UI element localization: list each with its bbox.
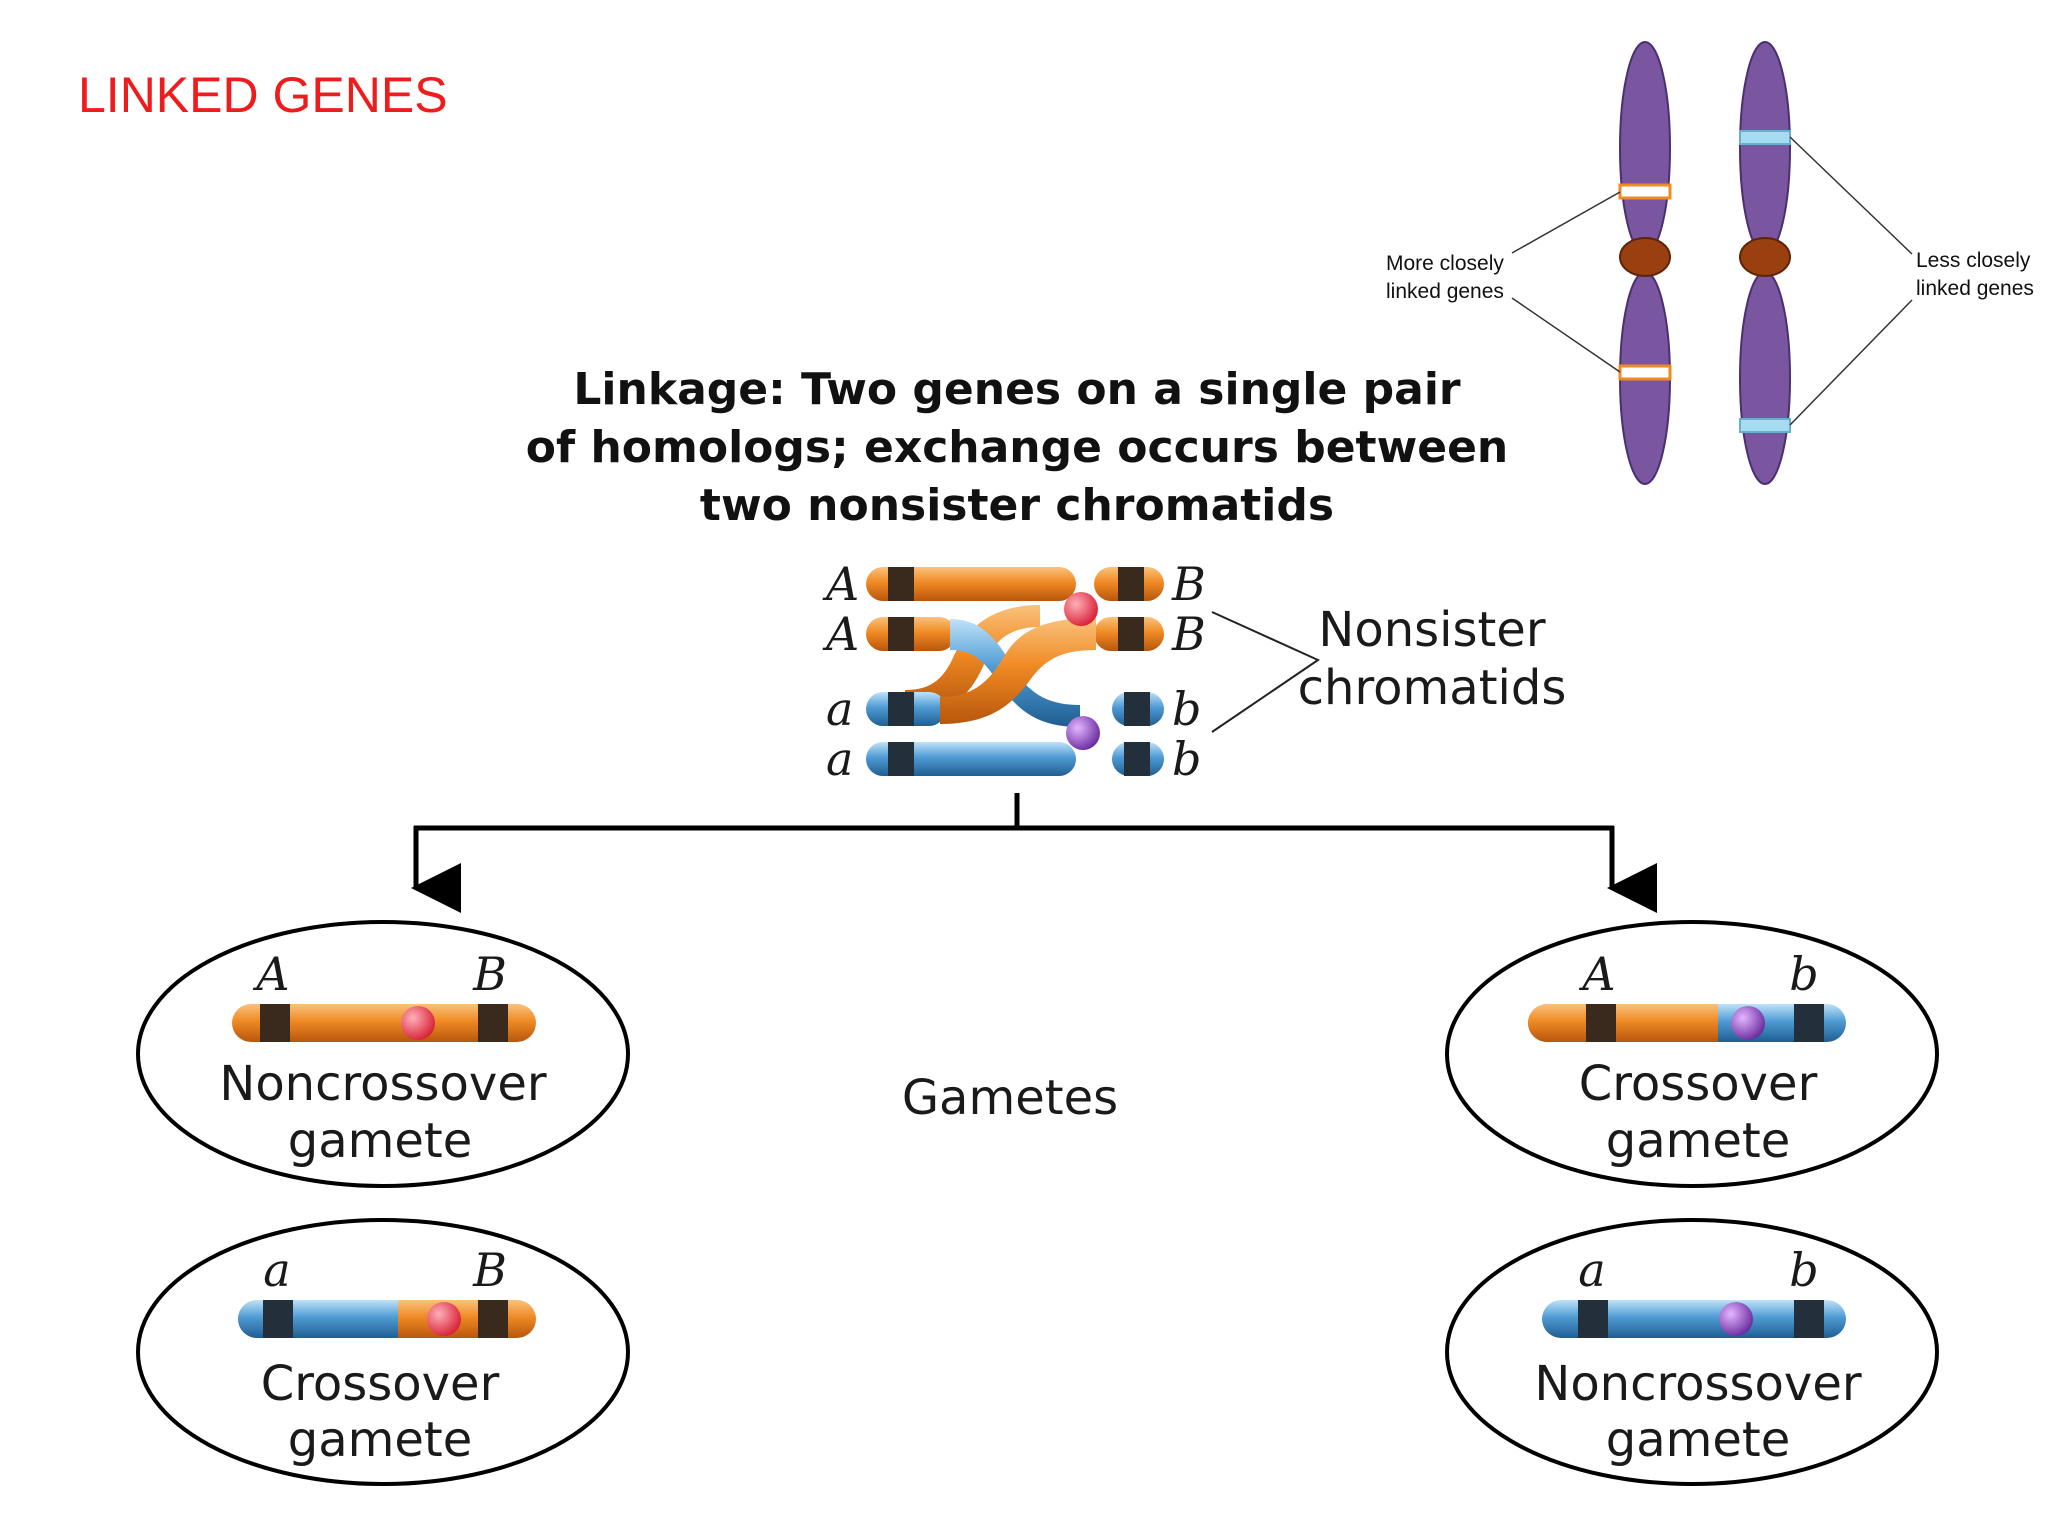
more-closely-label-2: linked genes <box>1386 280 1504 303</box>
gamete-4-label-2: gamete <box>1606 1412 1791 1468</box>
less-closely-label-1: Less closely <box>1916 249 2031 272</box>
gamete-4-left-allele: a <box>1578 1243 1605 1297</box>
allele-B-1: B <box>1171 557 1206 611</box>
nonsister-label-2: chromatids <box>1298 660 1567 716</box>
gamete-1-label-2: gamete <box>288 1113 473 1169</box>
gamete-crossover-Ab: A b Crossover gamete <box>1445 920 1939 1188</box>
heading-line-2: of homologs; exchange occurs between <box>526 422 1508 473</box>
gamete-1-label-1: Noncrossover <box>219 1056 546 1112</box>
gamete-2-right-allele: B <box>472 1243 507 1297</box>
heading-line-1: Linkage: Two genes on a single pair <box>573 364 1461 415</box>
heading-line-3: two nonsister chromatids <box>700 480 1334 531</box>
less-closely-label-2: linked genes <box>1916 277 2034 300</box>
gametes-label: Gametes <box>902 1070 1118 1126</box>
homolog-pair: A A a a B B b b Nonsister chromatids <box>822 557 1566 786</box>
nonsister-bracket <box>1211 611 1321 733</box>
gene-marker-right-lower <box>1739 418 1791 433</box>
gamete-3-left-allele: A <box>1578 947 1615 1001</box>
more-closely-label-1: More closely <box>1386 252 1504 275</box>
inset-chromosomes: More closely linked genes Less closely l… <box>1386 41 2034 485</box>
inset-chromosome-left <box>1618 41 1672 485</box>
allele-b-2: b <box>1172 732 1201 786</box>
allele-a-2: a <box>826 732 853 786</box>
red-centromere <box>1064 592 1098 626</box>
gene-marker-left-upper <box>1618 183 1672 200</box>
gamete-2-label-2: gamete <box>288 1412 473 1468</box>
gene-marker-right-upper <box>1739 130 1791 145</box>
slide-title: LINKED GENES <box>78 67 448 123</box>
chromatid-blue-2 <box>866 742 1076 776</box>
gamete-3-label-1: Crossover <box>1579 1056 1818 1112</box>
gamete-1-right-allele: B <box>472 947 507 1001</box>
purple-centromere <box>1066 716 1100 750</box>
gamete-4-label-1: Noncrossover <box>1534 1356 1861 1412</box>
allele-a-1: a <box>826 682 853 736</box>
gamete-1-left-allele: A <box>252 947 289 1001</box>
nonsister-label-1: Nonsister <box>1318 602 1545 658</box>
gamete-crossover-aB: a B Crossover gamete <box>136 1218 630 1486</box>
gene-marker-left-lower <box>1618 364 1672 381</box>
branch-arrows <box>411 793 1657 913</box>
gamete-3-right-allele: b <box>1789 947 1818 1001</box>
gamete-2-label-1: Crossover <box>261 1356 500 1412</box>
inset-chromosome-right <box>1739 41 1791 485</box>
allele-A-1: A <box>822 557 859 611</box>
gamete-4-right-allele: b <box>1789 1243 1818 1297</box>
crossover-blue-arm <box>940 618 1096 724</box>
linkage-heading: Linkage: Two genes on a single pair of h… <box>526 364 1508 531</box>
inset-centromere-left <box>1619 237 1671 277</box>
gamete-noncrossover-ab: a b Noncrossover gamete <box>1445 1218 1939 1486</box>
inset-centromere-right <box>1739 237 1791 277</box>
chromatid-orange-1 <box>866 567 1076 601</box>
gamete-noncrossover-AB: A B Noncrossover gamete <box>136 920 630 1188</box>
gamete-3-label-2: gamete <box>1606 1113 1791 1169</box>
allele-B-2: B <box>1171 607 1206 661</box>
gamete-2-left-allele: a <box>263 1243 290 1297</box>
allele-b-1: b <box>1172 682 1201 736</box>
allele-A-2: A <box>822 607 859 661</box>
